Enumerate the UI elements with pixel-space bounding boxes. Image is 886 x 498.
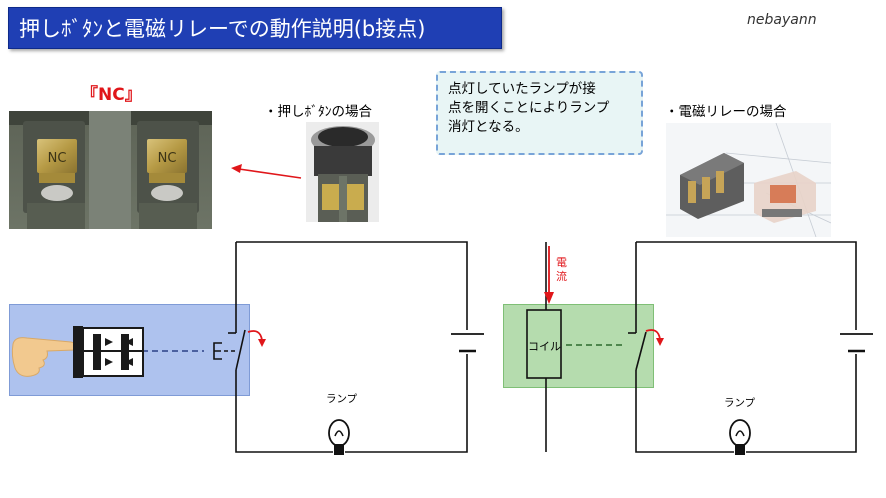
nc-label: 『NC』: [81, 85, 142, 105]
lamp-icon: [729, 419, 751, 455]
note-line: 消灯となる。: [448, 119, 529, 135]
relay-caption: ・電磁リレーの場合: [665, 104, 787, 120]
coil-box: [526, 309, 562, 379]
pushbutton-actuator: [11, 326, 144, 378]
pushbutton-caption: ・押しﾎﾞﾀﾝの場合: [264, 104, 372, 120]
pushbutton-circuit: [142, 241, 484, 455]
author-label: nebayann: [747, 12, 817, 28]
contact-motion-arrow: [645, 329, 661, 340]
nc-engraving-left: NC: [48, 151, 67, 166]
relay-photo: [666, 123, 831, 237]
current-label: 電 流: [556, 256, 567, 283]
switch-motion-arrow: [247, 330, 263, 341]
explanation-note: 点灯していたランプが接 点を開くことによりランプ 消灯となる。: [436, 71, 643, 155]
note-line: 点灯していたランプが接: [448, 81, 596, 97]
nc-engraving-right: NC: [158, 151, 177, 166]
lamp-label: ランプ: [326, 393, 358, 405]
coil-label: コイル: [528, 340, 561, 353]
pushbutton-symbol: [213, 342, 222, 360]
relay-nc-contact: [635, 331, 647, 371]
nc-switch-blade: [235, 329, 246, 371]
nc-contact-photo: NC NC: [9, 111, 212, 229]
lamp-icon: [328, 419, 350, 455]
lamp-label: ランプ: [724, 397, 756, 409]
finger-icon: [11, 337, 77, 377]
pushbutton-photo: [306, 122, 379, 222]
page-title: 押しﾎﾞﾀﾝと電磁リレーでの動作説明(b接点): [8, 7, 502, 49]
relay-circuit: [526, 241, 873, 455]
note-line: 点を開くことによりランプ: [448, 100, 610, 116]
pointer-arrow: [231, 164, 302, 179]
